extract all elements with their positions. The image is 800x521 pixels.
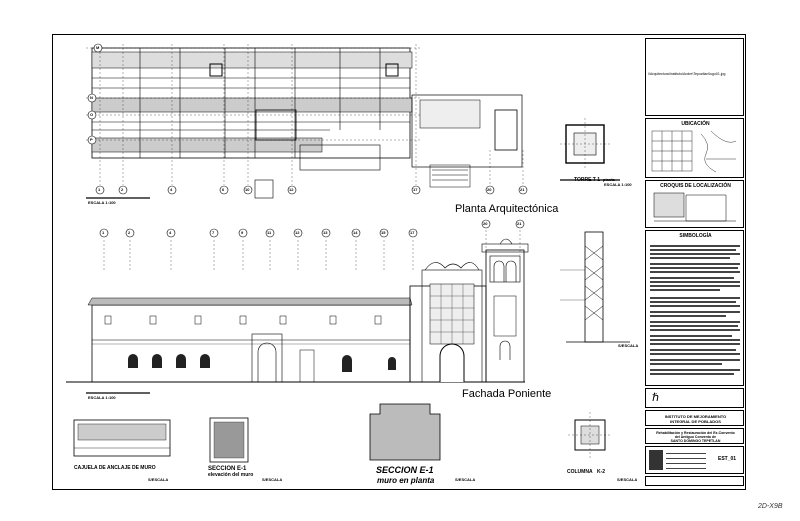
- axis-label: 20: [483, 221, 488, 226]
- croquis-heading: CROQUIS DE LOCALIZACIÓN: [660, 183, 731, 189]
- institute-box: INSTITUTO DE MEJORAMIENTO INTEGRAL DE PO…: [645, 410, 744, 426]
- sheet-code: EST_01: [718, 456, 737, 462]
- facade-cloister-wall: [91, 304, 411, 383]
- axis-label: P: [90, 137, 93, 142]
- axis-label: 17: [410, 230, 415, 235]
- project-line2: del Antiguo Convento de: [674, 435, 717, 439]
- column-title: COLUMNA: [567, 469, 593, 475]
- elevation-title: SECCION E-1: [208, 466, 247, 472]
- facade-title: Fachada Poniente: [462, 388, 552, 400]
- site-sketch-icon: [653, 192, 736, 222]
- axis-label: 1: [102, 230, 105, 235]
- institute-line2: INTEGRAL DE POBLADOS: [670, 419, 721, 424]
- axis-label: 20: [487, 187, 492, 192]
- axis-label: 21: [520, 187, 525, 192]
- axis-label: O: [90, 112, 94, 117]
- institute-symbol-icon: ℏ: [652, 392, 659, 404]
- axis-label: 17: [413, 187, 418, 192]
- institute-line1: INSTITUTO DE MEJORAMIENTO: [664, 414, 727, 419]
- anchor-title: CAJUELA DE ANCLAJE DE MURO: [74, 465, 156, 471]
- tower-section: [584, 231, 604, 343]
- plan-title: Planta Arquitectónica: [455, 203, 559, 215]
- axis-label: 2: [121, 187, 124, 192]
- logo-box: \\Arquitectura\Instituto\Andre\Tepoztlan…: [645, 38, 744, 116]
- axis-label: 6: [222, 187, 225, 192]
- plan-scale: ESCALA 1:100: [88, 200, 116, 205]
- column-code: K-2: [597, 469, 606, 475]
- ubicacion-box: UBICACIÓN: [645, 118, 744, 178]
- section-title: SECCION E-1: [376, 465, 434, 475]
- section-subtitle: muro en planta: [377, 476, 435, 485]
- axis-label: 1: [98, 187, 101, 192]
- detail-anchor-box: [73, 419, 171, 457]
- facade-bell-tower: [485, 249, 525, 383]
- axis-label: 11: [267, 230, 272, 235]
- axis-label: 12: [295, 230, 300, 235]
- symbol-box: ℏ: [645, 388, 744, 408]
- generic-scale: S/ESCALA: [618, 343, 639, 348]
- tower-subtitle: planta: [603, 177, 615, 182]
- axis-label: 9: [241, 230, 244, 235]
- axis-label: 13: [323, 230, 328, 235]
- axis-label: 15: [381, 230, 386, 235]
- axis-label: 7: [212, 230, 215, 235]
- project-line1: Rehabilitación y Restauración del Ex-Con…: [656, 431, 735, 435]
- logo-path: \\Arquitectura\Instituto\Andre\Tepoztlan…: [648, 72, 726, 76]
- drawing-sheet-frame: [52, 34, 746, 490]
- detail-wall-section: [369, 403, 441, 461]
- sheet-stamp: 2D-X9B: [758, 503, 783, 510]
- facade-scale: ESCALA 1:100: [88, 395, 116, 400]
- simbologia-box: SIMBOLOGÍA: [645, 230, 744, 386]
- simbologia-heading: SIMBOLOGÍA: [679, 233, 712, 239]
- detail-wall-elevation: [209, 417, 249, 463]
- location-map-icon: [651, 130, 737, 173]
- ubicacion-heading: UBICACIÓN: [681, 121, 710, 127]
- axis-label: 4: [169, 230, 172, 235]
- axis-label: 2: [128, 230, 131, 235]
- axis-label: 10: [245, 187, 250, 192]
- elevation-subtitle: elevación del muro: [208, 472, 254, 478]
- axis-label: 4: [170, 187, 173, 192]
- tower-scale: ESCALA 1:100: [604, 182, 632, 187]
- tower-title: TORRE T-1: [574, 177, 601, 183]
- project-box: Rehabilitación y Restauración del Ex-Con…: [645, 428, 744, 444]
- project-line3: SANTO DOMINGO TEPETLAN: [670, 439, 721, 443]
- generic-scale: S/ESCALA: [617, 477, 638, 482]
- axis-label: 21: [517, 221, 522, 226]
- axis-label: 12: [289, 187, 294, 192]
- croquis-box: CROQUIS DE LOCALIZACIÓN: [645, 180, 744, 228]
- sheet-data-box: EST_01: [645, 446, 744, 474]
- axis-label: N: [90, 95, 93, 100]
- axis-label: M: [96, 45, 100, 50]
- title-block: \\Arquitectura\Instituto\Andre\Tepoztlan…: [645, 36, 744, 488]
- plan-church: [411, 94, 523, 168]
- generic-scale: S/ESCALA: [455, 477, 476, 482]
- footer-box: [645, 476, 744, 486]
- axis-label: 14: [353, 230, 358, 235]
- logo-mark-icon: [649, 450, 663, 470]
- generic-scale: S/ESCALA: [148, 477, 169, 482]
- generic-scale: S/ESCALA: [262, 477, 283, 482]
